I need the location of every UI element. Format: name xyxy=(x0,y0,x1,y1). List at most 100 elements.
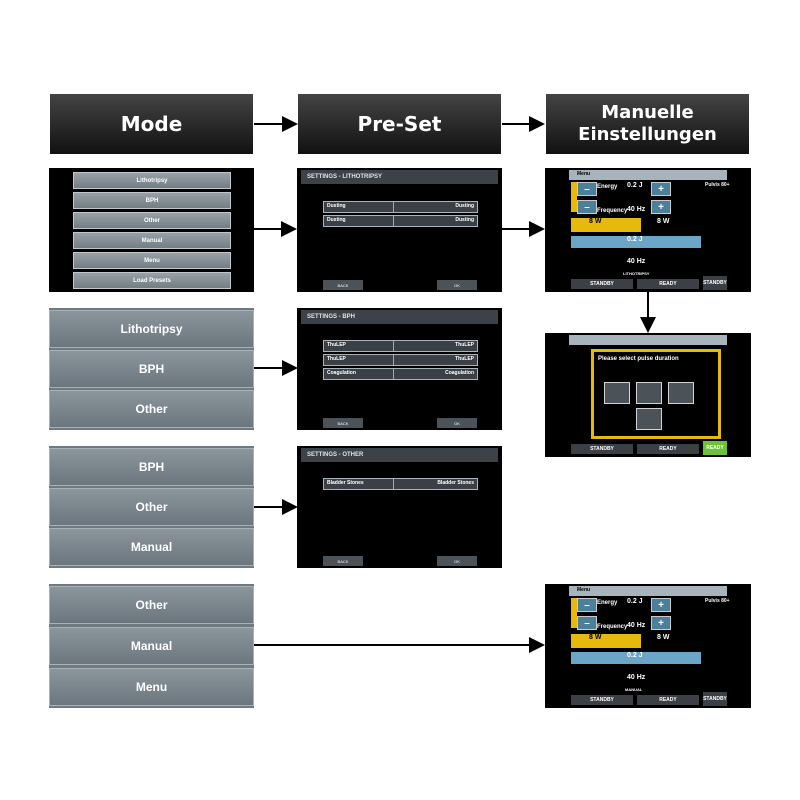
energy-plus-button[interactable]: + xyxy=(651,598,671,612)
mode-button-other[interactable]: Other xyxy=(49,586,254,624)
preset-row[interactable]: Dusting Dusting xyxy=(323,215,478,227)
switch-icon xyxy=(392,369,410,379)
frequency-value-2: 40 Hz xyxy=(627,258,646,265)
mode-item-manual[interactable]: Manual xyxy=(73,232,231,249)
power-value-1: 8 W xyxy=(589,218,602,225)
energy-value-2: 0.2 J xyxy=(627,236,643,243)
mode-item-bph[interactable]: BPH xyxy=(73,192,231,209)
dialog-title: Please select pulse duration xyxy=(598,356,679,362)
status-box: STANDBY xyxy=(703,692,727,706)
preset-right-label: Bladder Stones xyxy=(437,480,474,486)
preset-row[interactable]: ThuLEP ThuLEP xyxy=(323,354,478,366)
preset-right-label: Dusting xyxy=(455,203,474,209)
ok-button[interactable]: OK xyxy=(437,556,477,566)
frequency-plus-button[interactable]: + xyxy=(651,616,671,630)
mode-button-bph[interactable]: BPH xyxy=(49,448,254,486)
mode-button-menu[interactable]: Menu xyxy=(49,668,254,706)
preset-right-label: ThuLEP xyxy=(455,356,474,362)
mode-item-menu[interactable]: Menu xyxy=(73,252,231,269)
mode-button-lithotripsy[interactable]: Lithotripsy xyxy=(49,310,254,348)
mode-label: LITHOTRIPSY xyxy=(623,271,650,276)
preset-row[interactable]: Coagulation Coagulation xyxy=(323,368,478,380)
back-button[interactable]: BACK xyxy=(323,280,363,290)
standby-button[interactable]: STANDBY xyxy=(571,279,633,289)
mode-button-other[interactable]: Other xyxy=(49,488,254,526)
mode-item-load-presets[interactable]: Load Presets xyxy=(73,272,231,289)
switch-icon xyxy=(392,479,410,489)
frequency-plus-button[interactable]: + xyxy=(651,200,671,214)
power-value-1: 8 W xyxy=(589,634,602,641)
pulse-option-continuous[interactable] xyxy=(636,408,662,430)
pulse-option-long[interactable] xyxy=(604,382,630,404)
preset-left-label: ThuLEP xyxy=(327,342,346,348)
frequency-minus-button[interactable]: – xyxy=(577,200,597,214)
power-box xyxy=(571,218,641,232)
header-manual: Manuelle Einstellungen xyxy=(546,94,749,154)
menu-button[interactable]: Menu xyxy=(577,171,591,177)
preset-row[interactable]: ThuLEP ThuLEP xyxy=(323,340,478,352)
mode-button-bph[interactable]: BPH xyxy=(49,350,254,388)
preset-title: SETTINGS - OTHER xyxy=(301,448,498,462)
preset-left-label: Dusting xyxy=(327,217,346,223)
standby-button[interactable]: STANDBY xyxy=(571,695,633,705)
manual-screen-manual: Menu Energy 0.2 J – + – + Frequency 40 H… xyxy=(545,584,751,708)
menu-button[interactable]: Menu xyxy=(577,587,591,593)
pulse-option-medium[interactable] xyxy=(636,382,662,404)
preset-title: SETTINGS - LITHOTRIPSY xyxy=(301,170,498,184)
mode-label: MANUAL xyxy=(625,687,643,692)
mode-zoom-bph: Lithotripsy BPH Other xyxy=(49,308,254,430)
energy-minus-button[interactable]: – xyxy=(577,598,597,612)
power-box xyxy=(571,634,641,648)
top-bar: Menu xyxy=(569,170,727,180)
switch-icon xyxy=(392,341,410,351)
switch-icon xyxy=(392,202,410,212)
mode-item-other[interactable]: Other xyxy=(73,212,231,229)
brand-label: Pulvis 80+ xyxy=(705,182,730,188)
energy-bar-2 xyxy=(571,652,701,664)
switch-icon xyxy=(392,355,410,365)
preset-left-label: ThuLEP xyxy=(327,356,346,362)
ready-button[interactable]: READY xyxy=(637,444,699,454)
standby-button[interactable]: STANDBY xyxy=(571,444,633,454)
preset-title: SETTINGS - BPH xyxy=(301,310,498,324)
energy-indicator xyxy=(571,598,577,628)
back-button[interactable]: BACK xyxy=(323,556,363,566)
frequency-minus-button[interactable]: – xyxy=(577,616,597,630)
manual-screen-lithotripsy: Menu Energy 0.2 J – + – + Frequency 40 H… xyxy=(545,168,751,292)
mode-button-other[interactable]: Other xyxy=(49,390,254,428)
energy-value: 0.2 J xyxy=(627,598,643,605)
ready-button[interactable]: READY xyxy=(637,695,699,705)
power-value-2: 8 W xyxy=(657,218,670,225)
ok-button[interactable]: OK xyxy=(437,418,477,428)
mode-zoom-other: BPH Other Manual xyxy=(49,446,254,568)
mode-item-lithotripsy[interactable]: Lithotripsy xyxy=(73,172,231,189)
mode-button-manual[interactable]: Manual xyxy=(49,627,254,665)
frequency-value: 40 Hz xyxy=(627,622,646,629)
manual-screen-pulse-dialog: Please select pulse duration STANDBY REA… xyxy=(545,333,751,457)
preset-row[interactable]: Dusting Dusting xyxy=(323,201,478,213)
pulse-option-short[interactable] xyxy=(668,382,694,404)
preset-left-label: Bladder Stones xyxy=(327,480,364,486)
brand-label: Pulvis 80+ xyxy=(705,598,730,604)
pulse-duration-dialog: Please select pulse duration xyxy=(591,349,721,439)
preset-right-label: ThuLEP xyxy=(455,342,474,348)
energy-label: Energy xyxy=(597,600,618,606)
preset-left-label: Dusting xyxy=(327,203,346,209)
mode-zoom-manual: Other Manual Menu xyxy=(49,584,254,708)
preset-row[interactable]: Bladder Stones Bladder Stones xyxy=(323,478,478,490)
frequency-value-2: 40 Hz xyxy=(627,674,646,681)
ready-button[interactable]: READY xyxy=(637,279,699,289)
frequency-label: Frequency xyxy=(597,208,628,214)
mode-button-manual[interactable]: Manual xyxy=(49,528,254,566)
preset-screen-lithotripsy: SETTINGS - LITHOTRIPSY Dusting Dusting D… xyxy=(297,168,502,292)
preset-right-label: Dusting xyxy=(455,217,474,223)
preset-right-label: Coagulation xyxy=(445,370,474,376)
mode-menu-small: Lithotripsy BPH Other Manual Menu Load P… xyxy=(49,168,254,292)
back-button[interactable]: BACK xyxy=(323,418,363,428)
energy-minus-button[interactable]: – xyxy=(577,182,597,196)
energy-bar-2 xyxy=(571,236,701,248)
energy-value: 0.2 J xyxy=(627,182,643,189)
switch-icon xyxy=(392,216,410,226)
ok-button[interactable]: OK xyxy=(437,280,477,290)
energy-plus-button[interactable]: + xyxy=(651,182,671,196)
